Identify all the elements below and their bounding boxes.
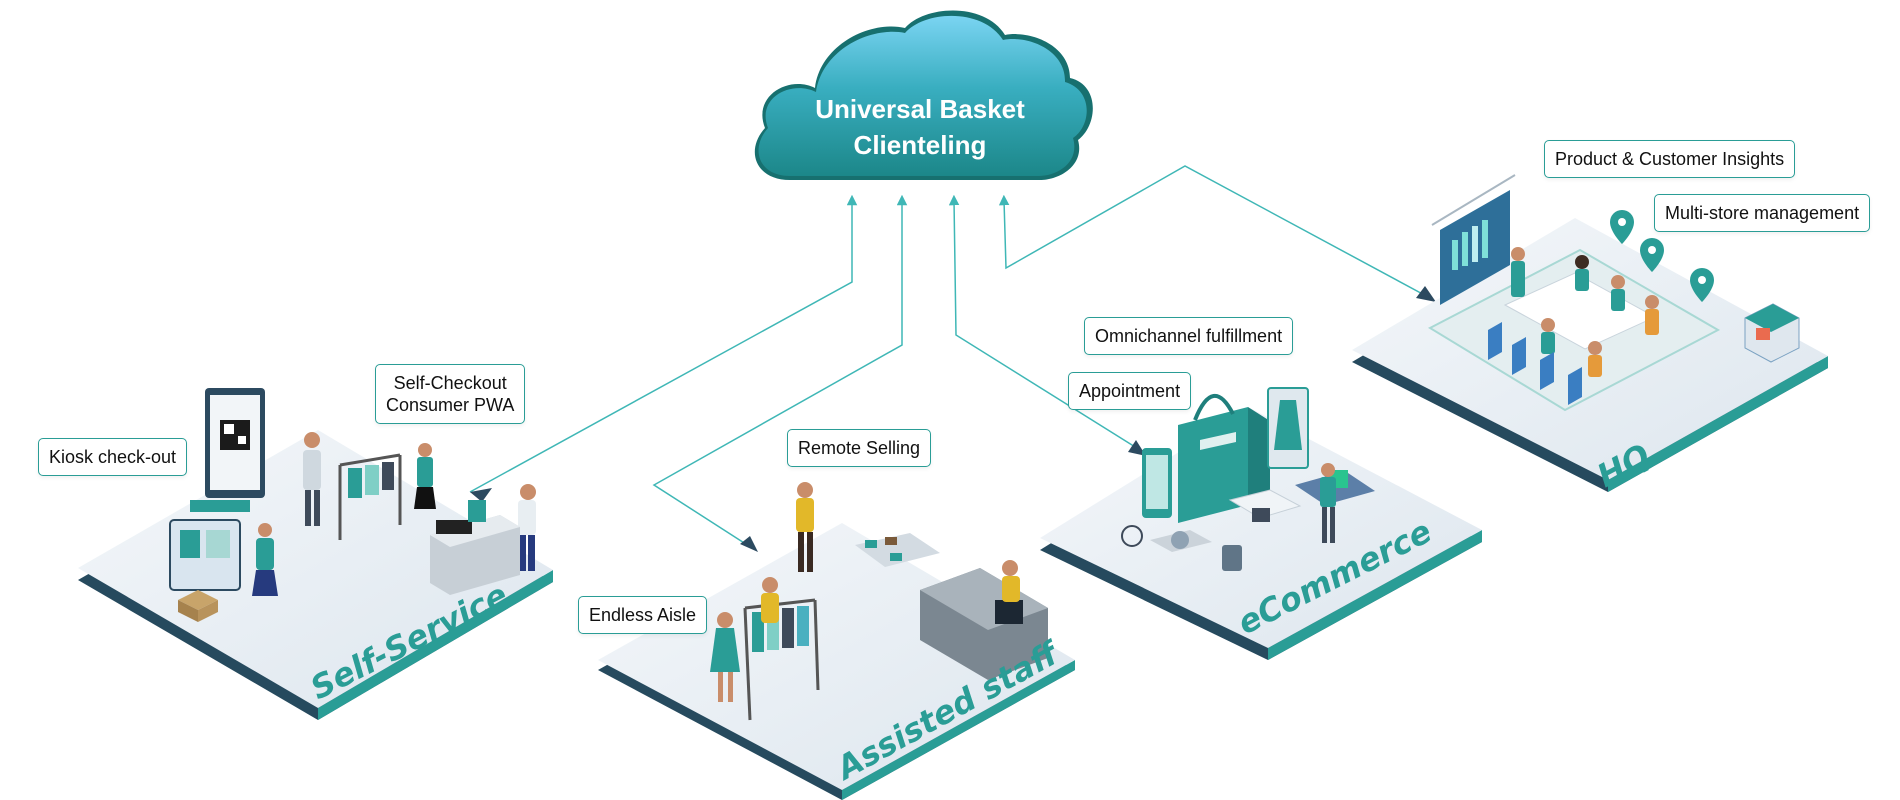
cloud-title-line1: Universal Basket xyxy=(815,94,1025,124)
arrowhead-self-service xyxy=(470,488,492,502)
callout-product-customer-insights-text: Product & Customer Insights xyxy=(1555,149,1785,169)
connectors xyxy=(469,165,1436,552)
arrowhead-hq xyxy=(1416,286,1436,302)
arrowhead-ecommerce xyxy=(1128,440,1146,456)
callout-multistore-management: Multi-store management xyxy=(1654,194,1871,232)
connector-ecommerce xyxy=(948,194,1141,451)
callout-omnichannel-fulfillment-text: Omnichannel fulfillment xyxy=(1095,326,1283,346)
callout-appointment: Appointment xyxy=(1068,372,1192,410)
arrowhead-assisted-staff xyxy=(740,536,758,552)
callout-endless-aisle-text: Endless Aisle xyxy=(589,605,697,625)
callout-appointment-text: Appointment xyxy=(1079,381,1181,401)
kiosk-illustration xyxy=(169,388,265,591)
platform-ecommerce: eCommerce xyxy=(1040,387,1482,660)
connector-hq xyxy=(998,165,1431,299)
callout-product-customer-insights: Product & Customer Insights xyxy=(1544,140,1796,178)
callout-remote-selling-text: Remote Selling xyxy=(798,438,921,458)
callout-self-checkout-line1: Self-Checkout xyxy=(393,373,507,393)
callout-kiosk-checkout-text: Kiosk check-out xyxy=(49,447,177,467)
cloud: Universal Basket Clienteling xyxy=(754,10,1093,180)
callout-kiosk-checkout: Kiosk check-out xyxy=(38,438,188,476)
connector-assisted-staff xyxy=(652,194,908,549)
callout-endless-aisle: Endless Aisle xyxy=(578,596,708,634)
callout-multistore-management-text: Multi-store management xyxy=(1665,203,1860,223)
callout-self-checkout: Self-Checkout Consumer PWA xyxy=(375,364,526,424)
cloud-title-line2: Clienteling xyxy=(854,130,987,160)
callout-self-checkout-line2: Consumer PWA xyxy=(386,395,515,415)
connector-self-service xyxy=(469,194,858,493)
callout-omnichannel-fulfillment: Omnichannel fulfillment xyxy=(1084,317,1294,355)
platform-hq: HQ xyxy=(1352,174,1828,495)
platform-assisted-staff: Assisted staff xyxy=(598,482,1075,800)
callout-remote-selling: Remote Selling xyxy=(787,429,932,467)
